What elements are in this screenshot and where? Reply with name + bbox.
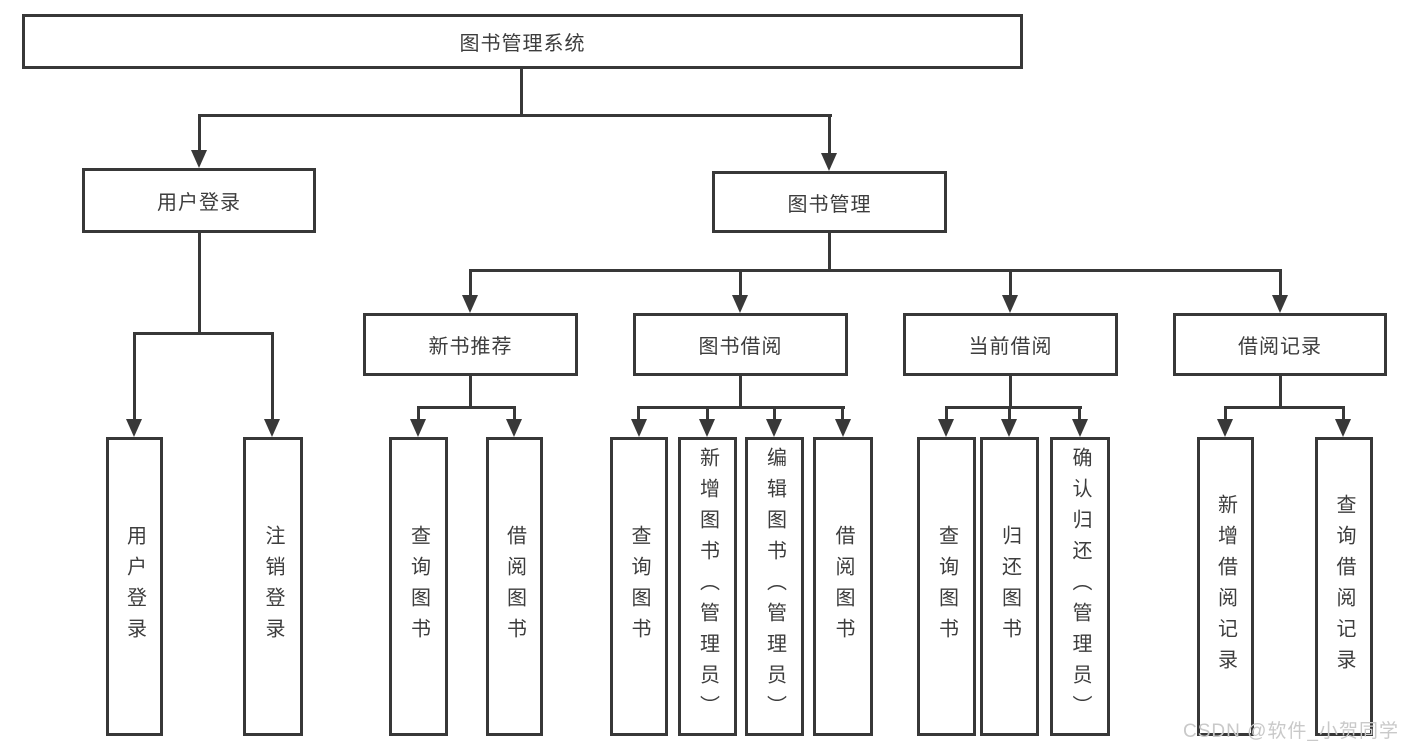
csdn-watermark: CSDN @软件_小贺同学	[1183, 721, 1399, 742]
arrow-head	[766, 419, 782, 437]
arrow-head	[938, 419, 954, 437]
connector-to-book-management	[828, 114, 831, 153]
leaf-recommend-borrow-book: 借阅图书	[486, 437, 543, 736]
arrow-head	[821, 153, 837, 171]
node-borrow-records: 借阅记录	[1173, 313, 1387, 376]
connector-book-split	[469, 269, 1282, 272]
connector-to-leaf	[841, 406, 844, 419]
connector-to-leaf	[773, 406, 776, 419]
arrow-head	[1002, 295, 1018, 313]
connector-root-stub	[520, 69, 523, 116]
leaf-add-book-admin: 新增图书（管理员）	[678, 437, 737, 736]
leaf-recommend-query-book: 查询图书	[389, 437, 448, 736]
leaf-current-query-book: 查询图书	[917, 437, 976, 736]
node-book-borrow: 图书借阅	[633, 313, 848, 376]
arrow-head	[835, 419, 851, 437]
connector-group-split	[637, 406, 845, 409]
connector-group-split	[1224, 406, 1345, 409]
connector-to-leaf	[1008, 406, 1011, 419]
connector-to-leaf	[637, 406, 640, 419]
connector-to-group	[1009, 269, 1012, 295]
leaf-return-book: 归还图书	[980, 437, 1039, 736]
connector-root-split	[198, 114, 832, 117]
connector-group-split	[945, 406, 1082, 409]
connector-to-leaf	[271, 332, 274, 419]
connector-to-leaf	[513, 406, 516, 419]
leaf-edit-book-admin: 编辑图书（管理员）	[745, 437, 804, 736]
arrow-head	[506, 419, 522, 437]
arrow-head	[1001, 419, 1017, 437]
node-user-login-branch: 用户登录	[82, 168, 316, 233]
node-current-borrow: 当前借阅	[903, 313, 1118, 376]
arrow-head	[410, 419, 426, 437]
connector-group-stub	[1009, 376, 1012, 407]
connector-group-stub	[469, 376, 472, 407]
connector-to-leaf	[1078, 406, 1081, 419]
connector-to-leaf	[133, 332, 136, 419]
connector-to-group	[739, 269, 742, 295]
leaf-add-borrow-record: 新增借阅记录	[1197, 437, 1254, 736]
arrow-head	[126, 419, 142, 437]
arrow-head	[1217, 419, 1233, 437]
connector-group-stub	[739, 376, 742, 407]
arrow-head	[1072, 419, 1088, 437]
arrow-head	[1272, 295, 1288, 313]
connector-user-stub	[198, 233, 201, 333]
leaf-borrow-query-book: 查询图书	[610, 437, 668, 736]
leaf-query-borrow-record: 查询借阅记录	[1315, 437, 1373, 736]
connector-to-leaf	[1224, 406, 1227, 419]
connector-to-group	[1279, 269, 1282, 295]
arrow-head	[699, 419, 715, 437]
leaf-borrow-book: 借阅图书	[813, 437, 873, 736]
connector-to-group	[469, 269, 472, 295]
connector-to-leaf	[945, 406, 948, 419]
arrow-head	[264, 419, 280, 437]
connector-to-leaf	[417, 406, 420, 419]
arrow-head	[462, 295, 478, 313]
connector-to-leaf	[706, 406, 709, 419]
arrow-head	[631, 419, 647, 437]
arrow-head	[732, 295, 748, 313]
node-root: 图书管理系统	[22, 14, 1023, 69]
node-new-book-recommend: 新书推荐	[363, 313, 578, 376]
leaf-user-login: 用户登录	[106, 437, 163, 736]
arrow-head	[191, 150, 207, 168]
leaf-confirm-return-admin: 确认归还（管理员）	[1050, 437, 1110, 736]
arrow-head	[1335, 419, 1351, 437]
connector-user-split	[133, 332, 274, 335]
leaf-logout: 注销登录	[243, 437, 303, 736]
node-book-management-branch: 图书管理	[712, 171, 947, 233]
connector-to-user-login	[198, 114, 201, 150]
connector-group-split	[417, 406, 516, 409]
connector-book-stub	[828, 233, 831, 271]
connector-to-leaf	[1342, 406, 1345, 419]
connector-group-stub	[1279, 376, 1282, 407]
